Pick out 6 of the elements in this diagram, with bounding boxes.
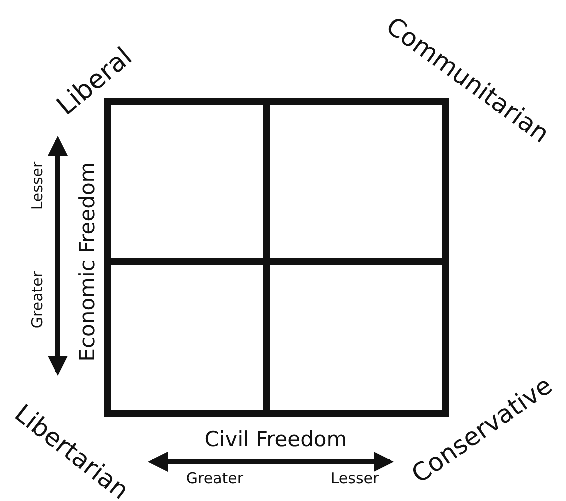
axis-end-label: Greater (30, 271, 46, 329)
axis-end-label: Greater (186, 472, 244, 486)
axis-title: Economic Freedom (78, 162, 98, 362)
axis-end-label: Lesser (30, 162, 46, 210)
axis-end-label: Lesser (330, 472, 380, 486)
axis-title: Civil Freedom (204, 430, 348, 450)
